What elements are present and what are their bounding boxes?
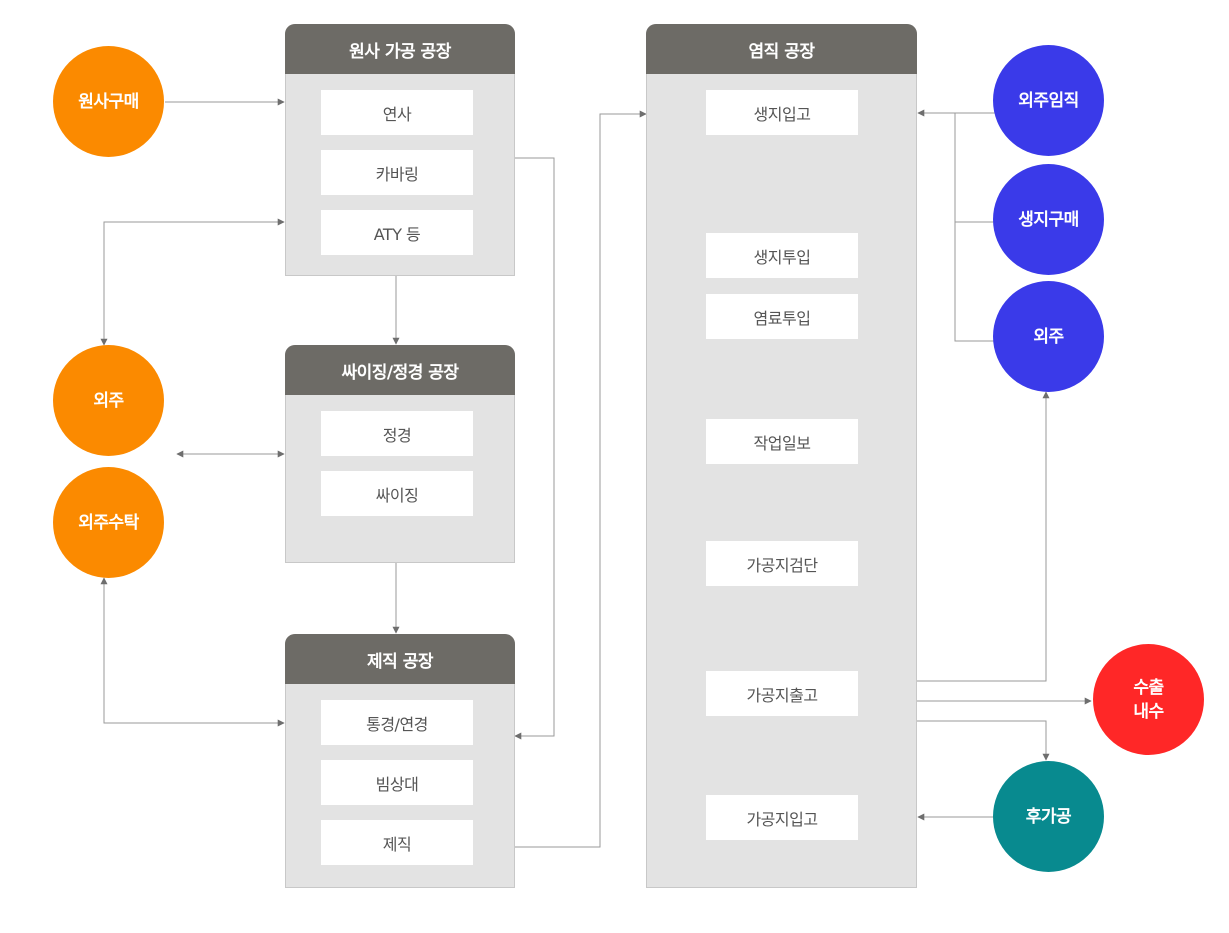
step-finished-receipt: 가공지입고 <box>706 795 858 840</box>
step-warping: 정경 <box>321 411 473 456</box>
dyeing-factory-title: 염직 공장 <box>646 24 917 74</box>
step-covering: 카바링 <box>321 150 473 195</box>
dyeing-factory-panel: 염직 공장 생지입고 생지투입 염료투입 작업일보 가공지검단 가공지출고 가공… <box>646 24 917 888</box>
arrow-dyeing-to-outsource <box>917 391 1050 682</box>
step-inspection: 가공지검단 <box>706 541 858 586</box>
node-greige-purchase: 생지구매 <box>993 164 1104 275</box>
node-outsource-consign: 외주수탁 <box>53 467 164 578</box>
arrow-raw-yarn-to-weaving <box>514 157 555 740</box>
line-greige-purchase <box>954 113 995 223</box>
weaving-factory-panel: 제직 공장 통경/연경 빔상대 제직 <box>285 634 515 888</box>
step-greige-receipt: 생지입고 <box>706 90 858 135</box>
step-shipping: 가공지출고 <box>706 671 858 716</box>
arrow-dyeing-to-post <box>917 720 1050 761</box>
node-outsource-dyeing: 외주임직 <box>993 45 1104 156</box>
line-outsource-right <box>954 222 995 342</box>
arrow-weaving-to-dyeing <box>515 110 647 848</box>
raw-yarn-factory-panel: 원사 가공 공장 연사 카바링 ATY 등 <box>285 24 515 276</box>
node-export-domestic: 수출 내수 <box>1093 644 1204 755</box>
step-twisting: 연사 <box>321 90 473 135</box>
sizing-warping-factory-panel: 싸이징/정경 공장 정경 싸이징 <box>285 345 515 563</box>
step-work-report: 작업일보 <box>706 419 858 464</box>
node-outsource-left: 외주 <box>53 345 164 456</box>
node-post-processing: 후가공 <box>993 761 1104 872</box>
step-weaving: 제직 <box>321 820 473 865</box>
arrow-raw-yarn-outsource <box>100 218 285 346</box>
step-dye-input: 염료투입 <box>706 294 858 339</box>
step-aty: ATY 등 <box>321 210 473 255</box>
arrow-consign-weaving <box>100 577 285 727</box>
step-drawing-in: 통경/연경 <box>321 700 473 745</box>
step-greige-input: 생지투입 <box>706 233 858 278</box>
raw-yarn-factory-title: 원사 가공 공장 <box>285 24 515 74</box>
node-outsource-right: 외주 <box>993 281 1104 392</box>
sizing-warping-factory-title: 싸이징/정경 공장 <box>285 345 515 395</box>
step-sizing: 싸이징 <box>321 471 473 516</box>
step-beam: 빔상대 <box>321 760 473 805</box>
weaving-factory-title: 제직 공장 <box>285 634 515 684</box>
node-yarn-purchase: 원사구매 <box>53 46 164 157</box>
